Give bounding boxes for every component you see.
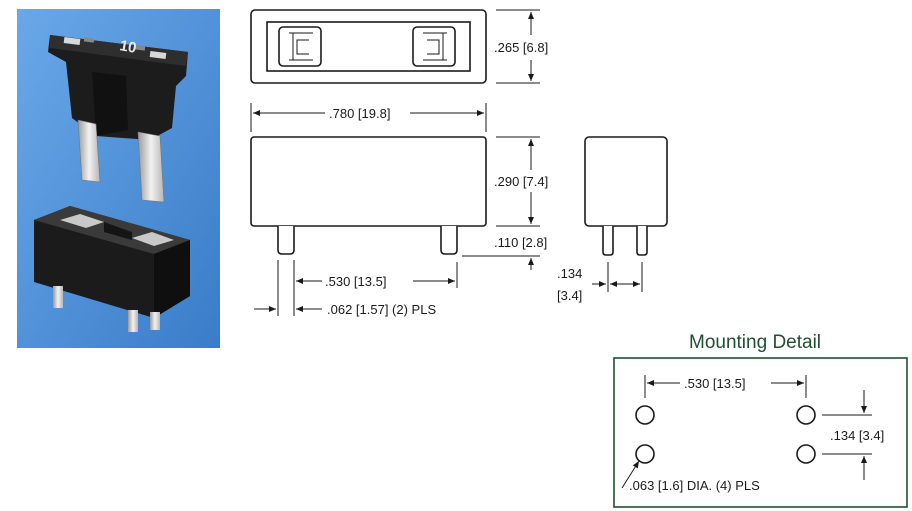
mounting-detail-box	[613, 357, 908, 508]
top-view-contact-left	[278, 26, 322, 67]
side-pin-spacing-dim-line1: .134	[557, 266, 582, 281]
top-view: .265 [6.8]	[250, 9, 548, 84]
mounting-horizontal-dim: .530 [13.5]	[684, 376, 745, 391]
side-view-pin-left	[602, 226, 614, 256]
front-view-pin-left	[277, 226, 295, 255]
front-pin-width-dim: .062 [1.57] (2) PLS	[327, 302, 436, 317]
mounting-hole	[796, 444, 816, 464]
mounting-hole	[635, 405, 655, 425]
blade-fuse: 10	[48, 35, 188, 203]
mounting-hole	[635, 444, 655, 464]
side-view: .134 [3.4]	[557, 136, 668, 303]
leader-line	[621, 460, 640, 489]
top-view-contact-right	[412, 26, 456, 67]
front-pin-spacing-dim: .530 [13.5]	[325, 274, 386, 289]
mounting-hole-note: .063 [1.6] DIA. (4) PLS	[629, 478, 760, 493]
top-height-dim: .265 [6.8]	[494, 40, 548, 55]
front-view-pin-right	[440, 226, 458, 255]
mounting-detail-title: Mounting Detail	[689, 332, 821, 353]
fuse-holder-photo	[34, 206, 190, 332]
front-body-height-dim: .290 [7.4]	[494, 174, 548, 189]
front-width-dim: .780 [19.8]	[329, 106, 390, 121]
fuse-blade-right	[137, 131, 165, 203]
mounting-vertical-dim: .134 [3.4]	[830, 428, 884, 443]
product-photo: 10	[17, 9, 220, 348]
fuse-marking: 10	[118, 37, 137, 57]
front-view-body	[250, 136, 487, 227]
side-view-pin-right	[636, 226, 648, 256]
front-pin-length-dim: .110 [2.8]	[494, 235, 547, 250]
fuse-blade-left	[77, 119, 101, 183]
side-view-body	[584, 136, 668, 227]
side-pin-spacing-dim-line2: [3.4]	[557, 288, 582, 303]
front-view: .780 [19.8] .290 [7.4] .110 [2.8] .530 […	[250, 103, 548, 317]
mounting-detail: Mounting Detail .530 [13.5] .134 [3.4] .…	[613, 332, 908, 508]
mounting-hole	[796, 405, 816, 425]
